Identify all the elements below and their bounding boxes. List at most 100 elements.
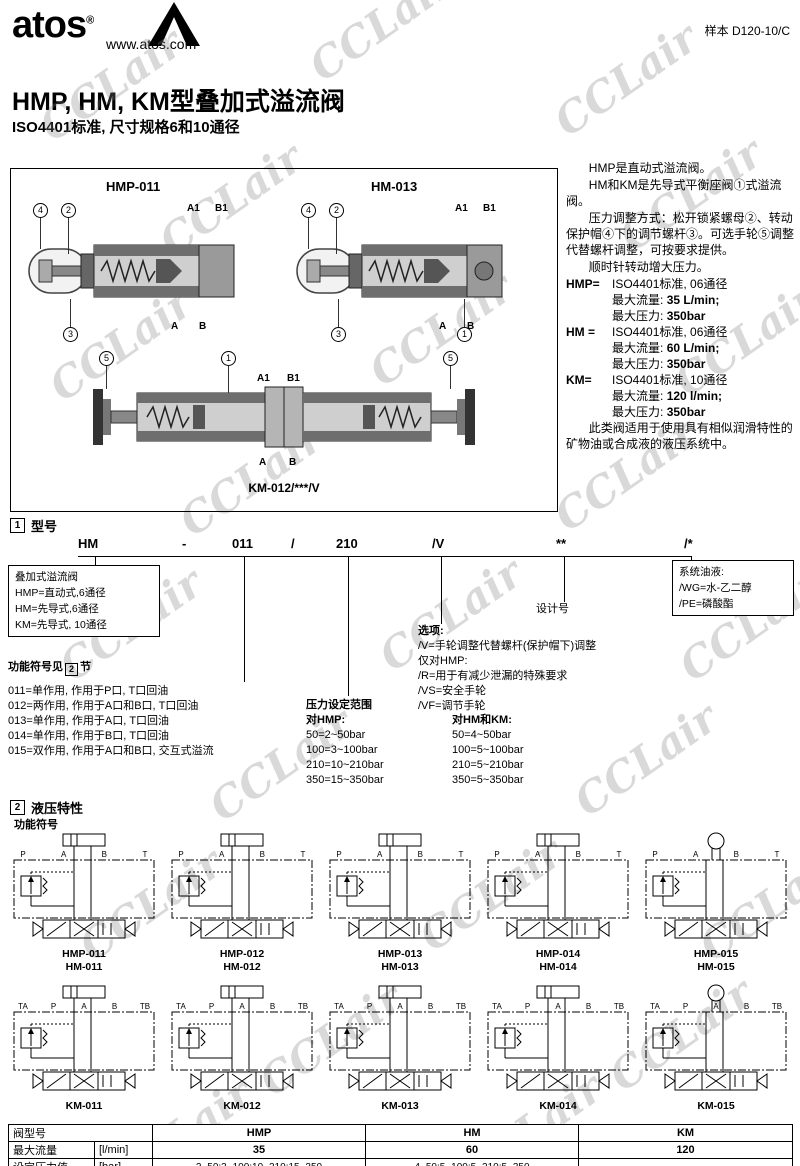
symbol-label: HM-012 bbox=[223, 961, 261, 973]
drawing-label-hm: HM-013 bbox=[371, 179, 418, 194]
symbol-label: HM-015 bbox=[697, 961, 735, 973]
flow-hmp: 35 bbox=[152, 1141, 366, 1159]
valve-drawings-panel: HMP-011 HM-013 4 2 3 A1 B1 A B bbox=[10, 168, 558, 512]
svg-text:A: A bbox=[555, 1002, 561, 1011]
col-header-hm: HM bbox=[365, 1124, 579, 1142]
leader-line bbox=[338, 299, 339, 327]
row-unit: [bar] bbox=[94, 1158, 153, 1166]
svg-text:A: A bbox=[535, 850, 541, 859]
svg-text:P: P bbox=[683, 1002, 688, 1011]
spec-standard: ISO4401标准, 06通径 bbox=[612, 277, 728, 291]
website-link[interactable]: www.atos.com bbox=[106, 36, 197, 52]
port-label-b: B bbox=[467, 321, 475, 332]
intro-paragraph: 顺时针转动增大压力。 bbox=[588, 260, 709, 274]
type-line: KM=先导式, 10通径 bbox=[15, 619, 107, 631]
type-line: HM=先导式,6通径 bbox=[15, 603, 99, 615]
pressure-line: 50=2~50bar bbox=[306, 729, 366, 741]
svg-text:B: B bbox=[744, 1002, 749, 1011]
pressure-line: 350=15~350bar bbox=[306, 774, 384, 786]
code-connector bbox=[95, 556, 96, 565]
svg-text:B: B bbox=[418, 850, 423, 859]
spec-flow-label: 最大流量: bbox=[612, 341, 664, 355]
col-header-km: KM bbox=[578, 1124, 793, 1142]
svg-text:P: P bbox=[20, 850, 25, 859]
svg-text:P: P bbox=[51, 1002, 56, 1011]
row-label: 设定压力值 bbox=[8, 1158, 95, 1166]
code-pressure: 210 bbox=[336, 536, 358, 551]
leader-line bbox=[70, 299, 71, 327]
row-label: 阀型号 bbox=[8, 1124, 153, 1142]
symbol-label: KM-014 bbox=[539, 1100, 577, 1112]
callout-3: 3 bbox=[331, 327, 346, 342]
leader-line bbox=[336, 218, 337, 254]
svg-text:TA: TA bbox=[334, 1002, 344, 1011]
pressure-line: 350=5~350bar bbox=[452, 774, 524, 786]
svg-text:A: A bbox=[397, 1002, 403, 1011]
row-unit: [l/min] bbox=[94, 1141, 153, 1159]
svg-text:T: T bbox=[775, 850, 780, 859]
function-code: 011=单作用, 作用于P口, T口回油 bbox=[8, 685, 169, 697]
atos-logo-text: atos® bbox=[12, 4, 94, 47]
valve-type-box: 叠加式溢流阀 HMP=直动式,6通径 HM=先导式,6通径 KM=先导式, 10… bbox=[8, 565, 160, 637]
code-series: HM bbox=[78, 536, 99, 551]
symbol-label: HMP-012 bbox=[219, 948, 265, 960]
leader-line bbox=[464, 299, 465, 327]
svg-text:T: T bbox=[143, 850, 148, 859]
pressure-hmp-title: 对HMP: bbox=[306, 714, 346, 726]
fluid-line: /WG=水-乙二醇 bbox=[679, 582, 752, 594]
svg-text:A: A bbox=[693, 850, 699, 859]
svg-text:B: B bbox=[270, 1002, 275, 1011]
intro-paragraph: 压力调整方式：松开锁紧螺母②、转动保护帽④下的调节螺杆③。可选手轮⑤调整代替螺杆… bbox=[566, 211, 795, 257]
options-title: 选项: bbox=[418, 625, 444, 637]
spec-flow-label: 最大流量: bbox=[612, 389, 664, 403]
watermark: CCLair bbox=[300, 0, 462, 91]
callout-1: 1 bbox=[457, 327, 472, 342]
table-row: 最大流量 [l/min] 35 60 120 bbox=[8, 1141, 793, 1159]
symbol-label: HMP-011 bbox=[62, 948, 106, 960]
spec-table: 阀型号 HMP HM KM 最大流量 [l/min] 35 60 120 设定压… bbox=[8, 1124, 793, 1166]
port-label-b1: B1 bbox=[287, 373, 300, 384]
svg-text:P: P bbox=[525, 1002, 530, 1011]
function-code: 013=单作用, 作用于A口, T口回油 bbox=[8, 715, 170, 727]
symbol-label: HMP-013 bbox=[377, 948, 423, 960]
svg-text:T: T bbox=[617, 850, 622, 859]
code-dash: - bbox=[182, 536, 187, 551]
spec-hm: HM =ISO4401标准, 06通径 最大流量: 60 L/min; 最大压力… bbox=[566, 324, 796, 372]
pressure-km bbox=[578, 1158, 793, 1166]
svg-text:A: A bbox=[219, 850, 225, 859]
watermark: CCLair bbox=[545, 13, 707, 146]
leader-line bbox=[308, 218, 309, 249]
symbol-label: HM-014 bbox=[539, 961, 577, 973]
spec-flow-value: 60 L/min; bbox=[666, 341, 720, 355]
option-line: /VF=调节手轮 bbox=[418, 700, 486, 712]
pressure-line: 210=5~210bar bbox=[452, 759, 524, 771]
callout-5: 5 bbox=[443, 351, 458, 366]
pressure-line: 50=4~50bar bbox=[452, 729, 512, 741]
intro-paragraph: HM和KM是先导式平衡座阀①式溢流阀。 bbox=[566, 178, 782, 208]
page-title: HMP, HM, KM型叠加式溢流阀 bbox=[12, 88, 345, 116]
svg-text:T: T bbox=[459, 850, 464, 859]
pressure-hmp: 2~50;3~100;10~210;15~350 bbox=[152, 1158, 366, 1166]
function-code: 015=双作用, 作用于A口和B口, 交互式溢流 bbox=[8, 745, 214, 757]
symbol-label: KM-012 bbox=[223, 1100, 261, 1112]
symbol-label: KM-011 bbox=[65, 1100, 103, 1112]
spec-press-label: 最大压力: bbox=[612, 357, 664, 371]
callout-5: 5 bbox=[99, 351, 114, 366]
leader-line bbox=[68, 218, 69, 254]
svg-text:P: P bbox=[652, 850, 657, 859]
intro-paragraph: 此类阀适用于使用具有相似润滑特性的矿物油或合成液的液压系统中。 bbox=[566, 421, 793, 451]
symbol-label: KM-015 bbox=[697, 1100, 735, 1112]
atos-triangle-logo bbox=[148, 2, 200, 46]
hm-valve-cross-section bbox=[296, 244, 503, 298]
